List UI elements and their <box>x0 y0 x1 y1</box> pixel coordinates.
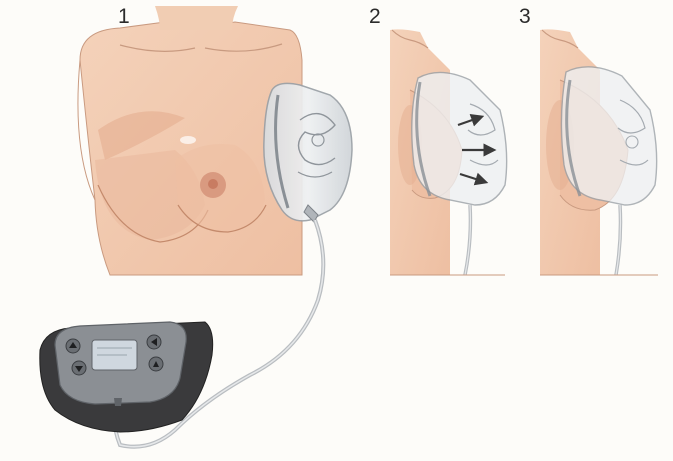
breast-shield-cup-3 <box>560 66 658 206</box>
panel-2-side-view <box>390 29 508 276</box>
breast-shield-cup-1 <box>263 82 353 223</box>
right-arrow-button-icon <box>148 356 164 372</box>
up-arrow-button-icon <box>65 338 81 354</box>
down-arrow-button-icon <box>71 360 87 376</box>
nipple-1 <box>208 179 218 189</box>
suction-arrow-upper <box>457 113 485 127</box>
pump-device <box>39 321 214 433</box>
panel-1-torso <box>77 6 303 276</box>
suction-arrow-lower <box>459 172 489 186</box>
step-number-1: 1 <box>118 5 130 28</box>
left-arrow-button-icon <box>146 334 162 350</box>
panel-3-side-view <box>540 29 658 276</box>
step-number-2: 2 <box>369 5 381 28</box>
breast-shield-cup-2 <box>411 71 508 206</box>
step-number-3: 3 <box>519 5 531 28</box>
